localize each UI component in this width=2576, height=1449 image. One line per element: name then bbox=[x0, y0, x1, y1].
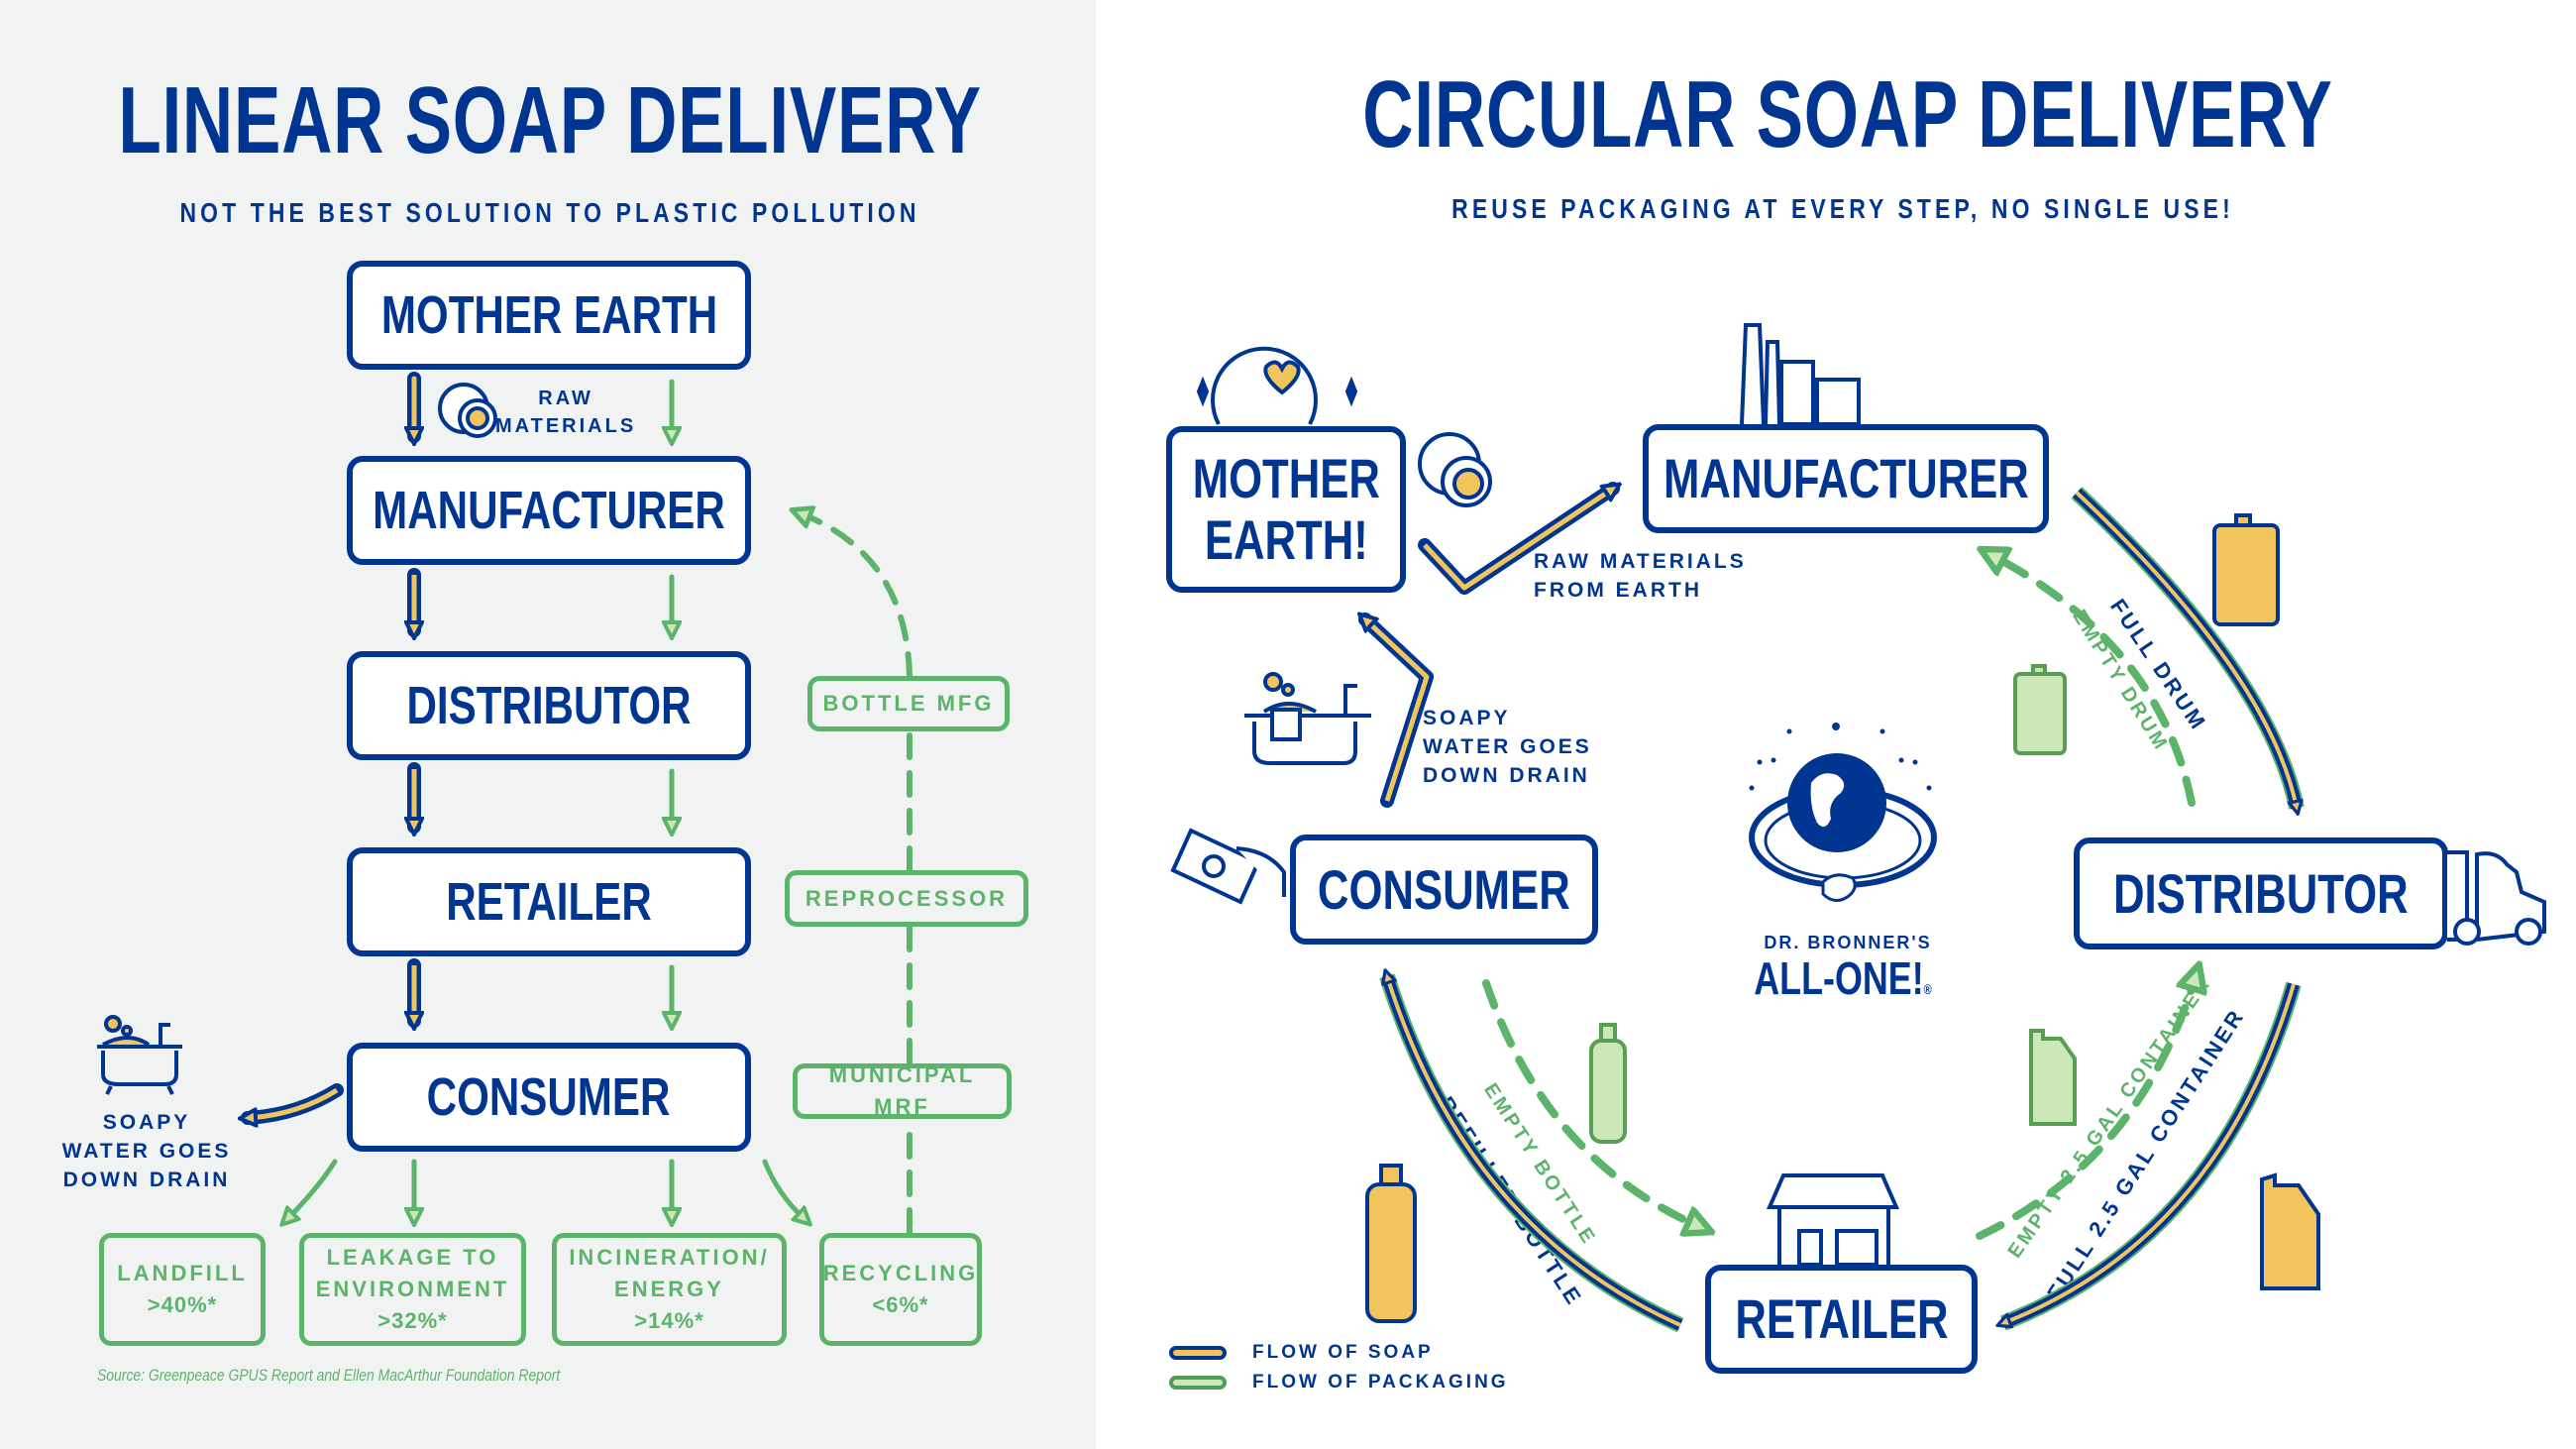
linear-step-manufacturer: MANUFACTURER bbox=[347, 456, 751, 565]
raw-materials-label: RAW MATERIALS bbox=[495, 388, 637, 437]
outcome-leakage: LEAKAGE TO ENVIRONMENT>32%* bbox=[299, 1233, 526, 1346]
legend: FLOW OF SOAP FLOW OF PACKAGING bbox=[1169, 1338, 1509, 1397]
linear-step-consumer: CONSUMER bbox=[347, 1043, 751, 1152]
linear-step-mother-earth: MOTHER EARTH bbox=[347, 261, 751, 370]
linear-step-distributor: DISTRIBUTOR bbox=[347, 651, 751, 760]
circular-node-manufacturer: MANUFACTURER bbox=[1643, 424, 2049, 533]
circular-node-consumer: CONSUMER bbox=[1290, 835, 1598, 945]
drain-label: SOAPY WATER GOES DOWN DRAIN bbox=[61, 1111, 232, 1191]
outcome-recycling: RECYCLING<6%* bbox=[819, 1233, 982, 1346]
step-label: MOTHER EARTH bbox=[380, 285, 717, 345]
legend-swatch-packaging bbox=[1169, 1376, 1227, 1390]
source-citation: Source: Greenpeace GPUS Report and Ellen… bbox=[97, 1366, 561, 1385]
outcome-landfill: LANDFILL>40%* bbox=[99, 1233, 266, 1346]
recycling-step-bottle-mfg: BOTTLE MFG bbox=[807, 676, 1010, 731]
recycling-step-reprocessor: REPROCESSOR bbox=[785, 870, 1028, 927]
step-label: MANUFACTURER bbox=[373, 481, 725, 540]
recycling-step-municipal-mrf: MUNICIPAL MRF bbox=[793, 1062, 1012, 1119]
outcome-incineration: INCINERATION/ ENERGY>14%* bbox=[552, 1233, 787, 1346]
circular-node-distributor: DISTRIBUTOR bbox=[2074, 837, 2448, 949]
step-label: DISTRIBUTOR bbox=[406, 676, 692, 735]
circular-node-retailer: RETAILER bbox=[1705, 1265, 1978, 1374]
raw-materials-from-earth-label: RAW MATERIALS FROM EARTH bbox=[1534, 550, 1747, 602]
circular-title: CIRCULAR SOAP DELIVERY bbox=[1362, 61, 2333, 167]
brand-name-small: DR. BRONNER'S bbox=[1764, 933, 1932, 952]
circular-drain-label: SOAPY WATER GOES DOWN DRAIN bbox=[1423, 707, 1592, 787]
step-label: CONSUMER bbox=[427, 1067, 671, 1127]
legend-item-soap: FLOW OF SOAP bbox=[1169, 1338, 1509, 1368]
linear-subtitle: NOT THE BEST SOLUTION TO PLASTIC POLLUTI… bbox=[179, 197, 920, 228]
circular-node-mother-earth: MOTHER EARTH! bbox=[1166, 426, 1406, 593]
legend-swatch-soap bbox=[1169, 1346, 1227, 1360]
brand-name-big: ALL-ONE!® bbox=[1754, 952, 1932, 1004]
linear-title: LINEAR SOAP DELIVERY bbox=[118, 67, 982, 173]
circular-subtitle: REUSE PACKAGING AT EVERY STEP, NO SINGLE… bbox=[1451, 193, 2234, 224]
legend-item-packaging: FLOW OF PACKAGING bbox=[1169, 1368, 1509, 1397]
step-label: RETAILER bbox=[446, 872, 652, 932]
linear-step-retailer: RETAILER bbox=[347, 847, 751, 956]
